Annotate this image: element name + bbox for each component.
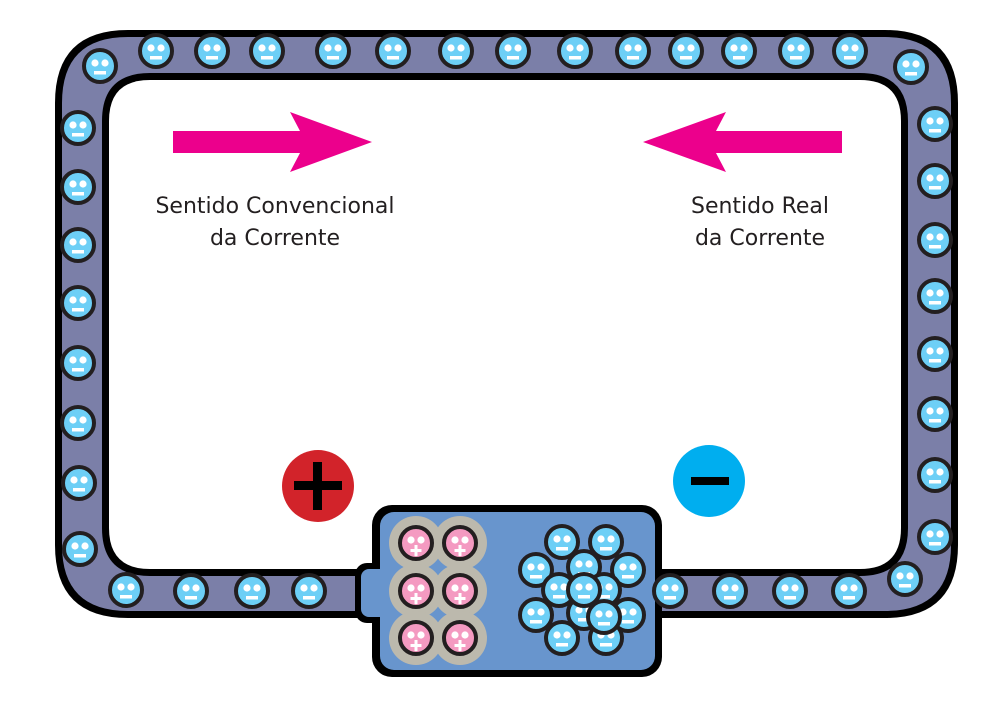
electron-icon	[108, 572, 144, 608]
proton-icon	[398, 620, 434, 656]
label-conventional-line1: Sentido Convencional	[155, 194, 395, 219]
label-conventional-current: Sentido Convencional da Corrente	[130, 191, 420, 255]
arrow-right-icon	[173, 112, 372, 172]
electron-icon	[668, 33, 704, 69]
electron-icon	[832, 33, 868, 69]
electron-icon	[61, 465, 97, 501]
electron-icon	[557, 33, 593, 69]
electron-icon	[518, 552, 554, 588]
arrow-conventional	[173, 112, 372, 172]
electron-icon	[291, 573, 327, 609]
label-real-current: Sentido Real da Corrente	[660, 191, 860, 255]
proton-icon	[442, 620, 478, 656]
minus-icon	[691, 477, 729, 485]
particles	[60, 33, 953, 665]
electron-icon	[518, 597, 554, 633]
electron-icon	[60, 345, 96, 381]
battery-tab-join	[372, 569, 386, 617]
proton-icon	[442, 573, 478, 609]
electron-icon	[778, 33, 814, 69]
electron-icon	[917, 222, 953, 258]
plus-icon-v	[313, 462, 322, 510]
negative-terminal	[673, 445, 745, 517]
electron-icon	[375, 33, 411, 69]
electron-icon	[60, 405, 96, 441]
electron-icon	[60, 285, 96, 321]
electron-icon	[917, 457, 953, 493]
electron-icon	[566, 572, 602, 608]
electron-icon	[82, 48, 118, 84]
electron-icon	[586, 599, 622, 635]
arrow-left-icon	[643, 112, 842, 172]
electron-icon	[712, 573, 748, 609]
electron-icon	[917, 278, 953, 314]
electron-icon	[893, 49, 929, 85]
electron-icon	[917, 163, 953, 199]
label-real-line2: da Corrente	[694, 226, 826, 251]
electron-icon	[887, 561, 923, 597]
electron-icon	[917, 106, 953, 142]
electron-icon	[62, 531, 98, 567]
electron-icon	[544, 524, 580, 560]
electron-icon	[610, 552, 646, 588]
proton-icon	[398, 573, 434, 609]
circuit-interior	[109, 80, 901, 569]
electron-icon	[544, 620, 580, 656]
positive-terminal	[282, 450, 354, 522]
electron-icon	[917, 396, 953, 432]
electron-icon	[249, 33, 285, 69]
electron-icon	[615, 33, 651, 69]
electron-icon	[831, 573, 867, 609]
electron-icon	[60, 110, 96, 146]
electron-icon	[173, 573, 209, 609]
electron-icon	[721, 33, 757, 69]
electron-icon	[315, 33, 351, 69]
proton-icon	[398, 525, 434, 561]
electron-icon	[495, 33, 531, 69]
label-real-line1: Sentido Real	[690, 194, 830, 219]
label-conventional-line2: da Corrente	[209, 226, 341, 251]
arrow-real	[643, 112, 842, 172]
electron-icon	[917, 519, 953, 555]
electron-icon	[194, 33, 230, 69]
proton-icon	[442, 525, 478, 561]
electron-icon	[438, 33, 474, 69]
electron-icon	[588, 524, 624, 560]
electron-icon	[60, 227, 96, 263]
electron-icon	[234, 573, 270, 609]
electron-icon	[138, 33, 174, 69]
electron-icon	[652, 573, 688, 609]
electron-icon	[917, 336, 953, 372]
electron-icon	[60, 169, 96, 205]
electron-icon	[772, 573, 808, 609]
